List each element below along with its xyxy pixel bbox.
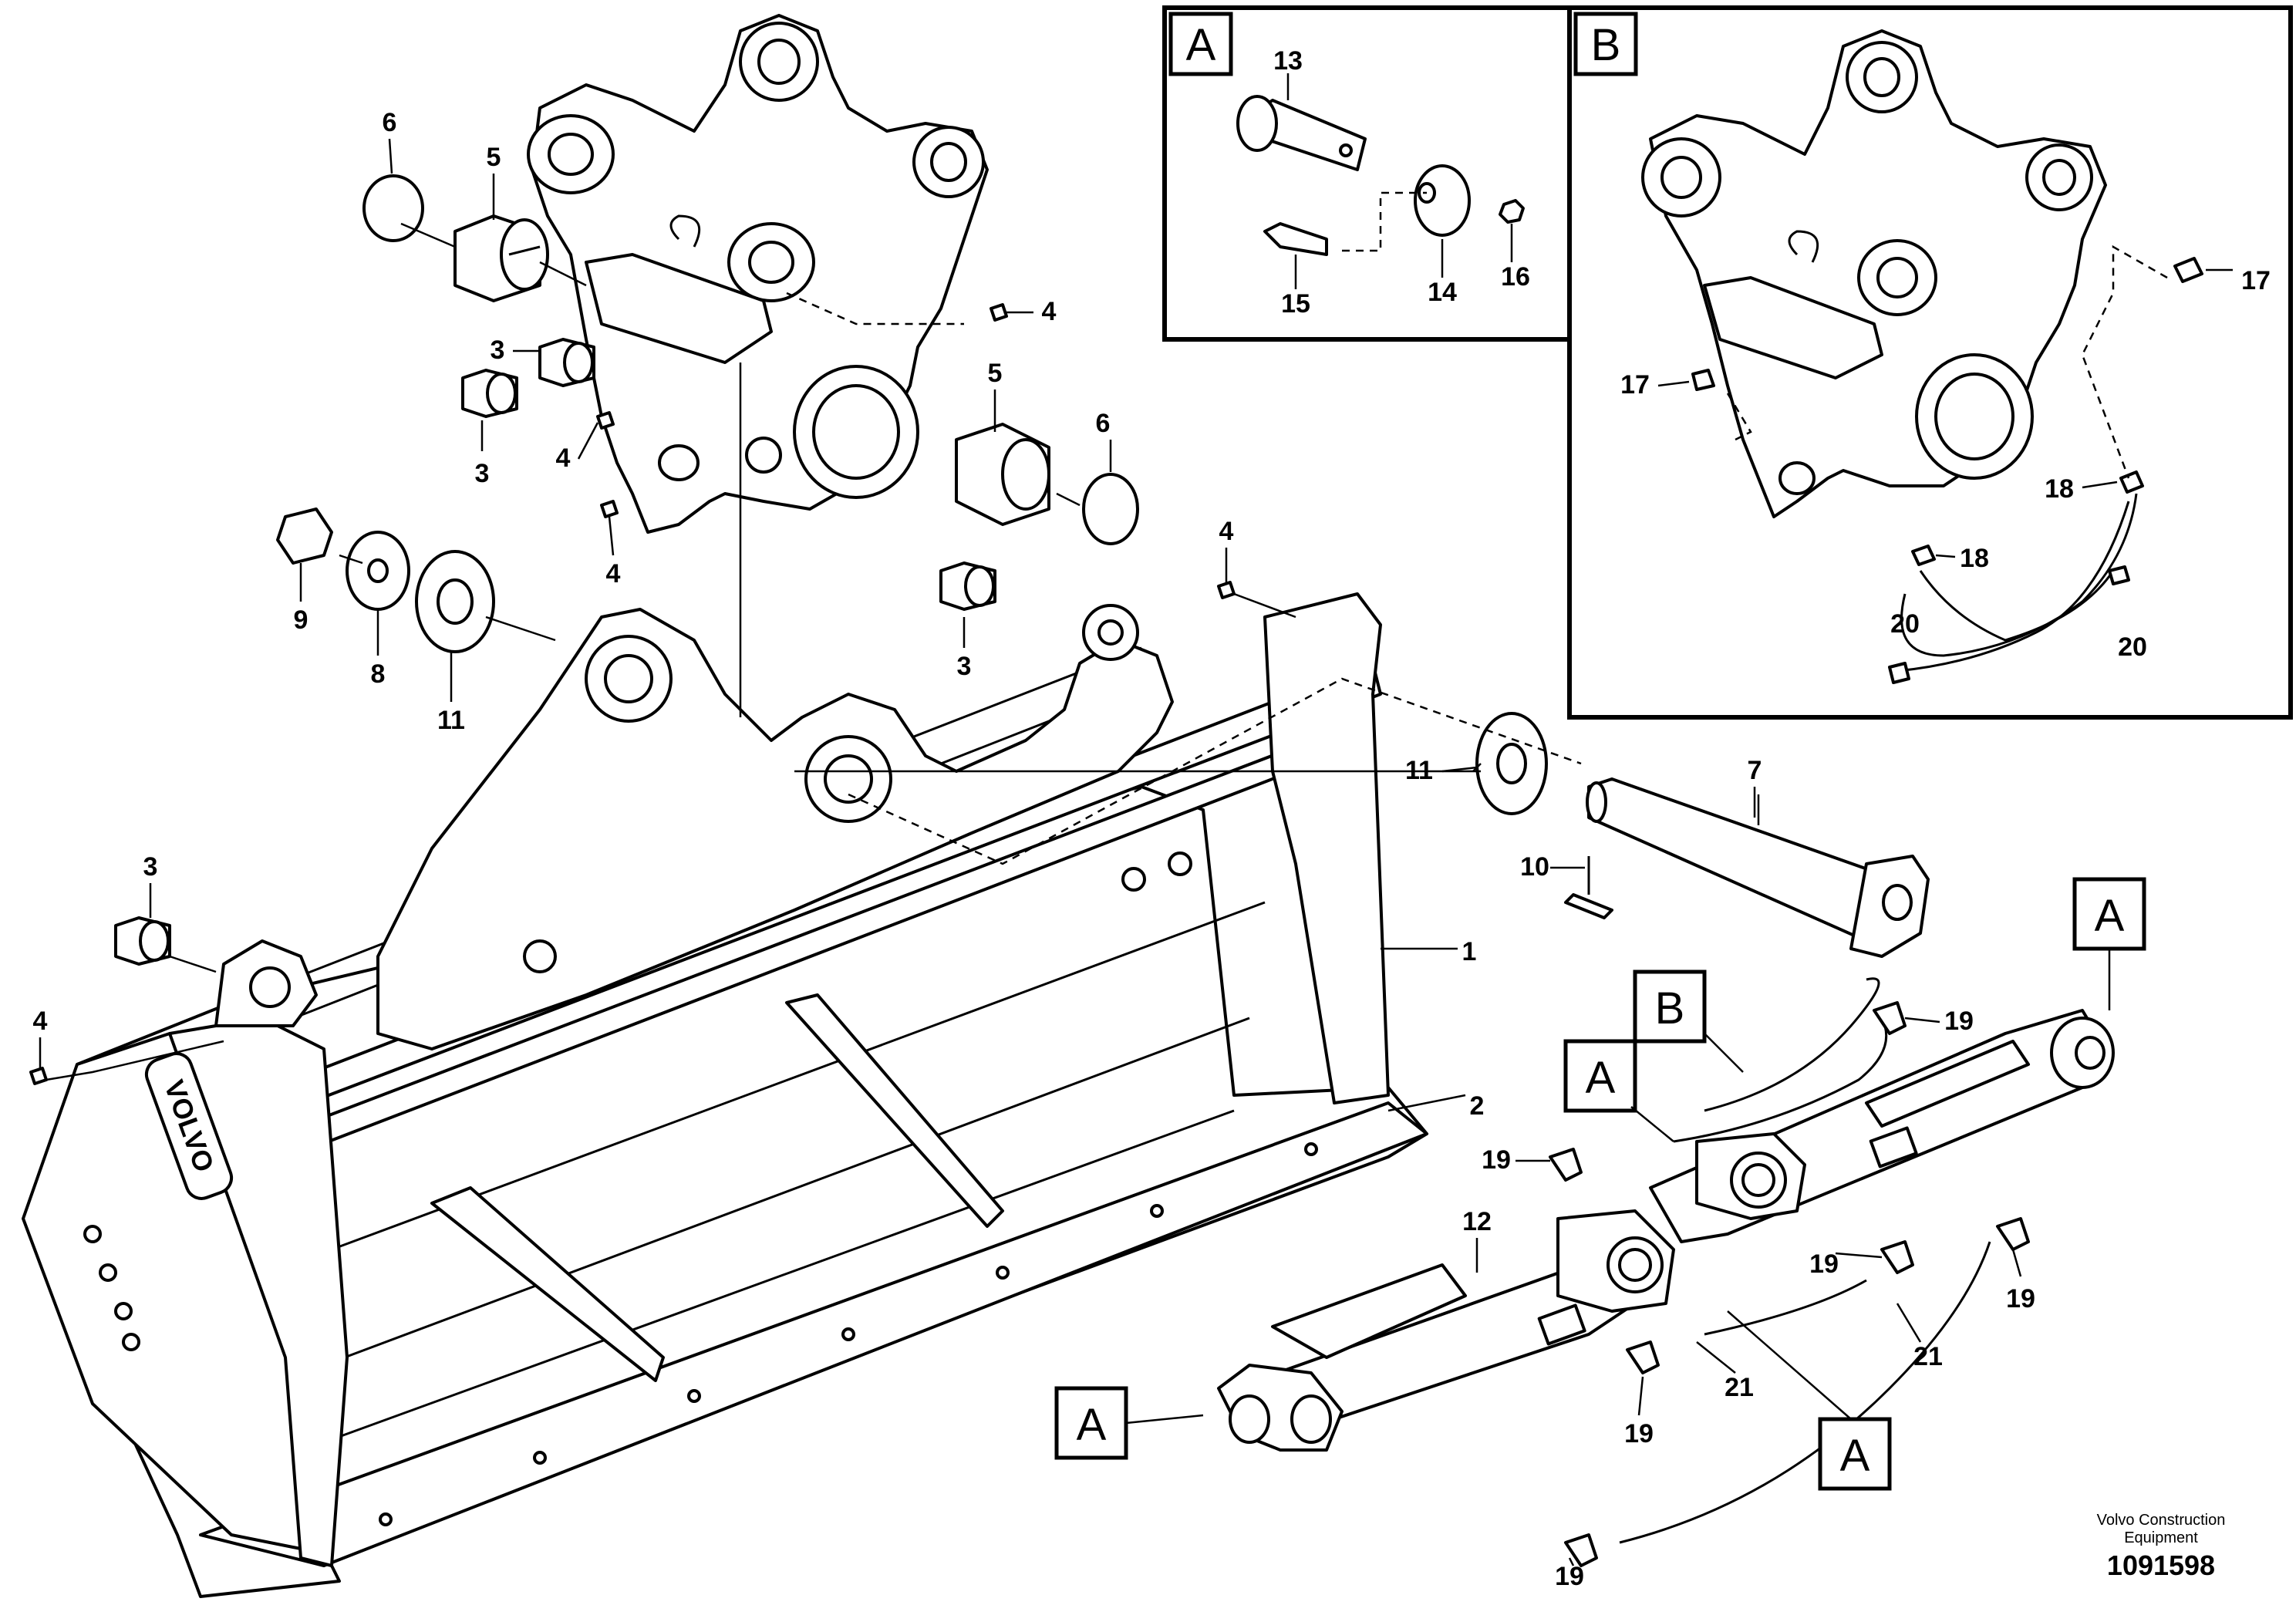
- valve-block-left: [1537, 1303, 1586, 1346]
- svg-text:19: 19: [1624, 1419, 1654, 1448]
- bucket-body: VOLVO: [22, 592, 1428, 1598]
- footer-block: Volvo Construction Equipment 1091598: [2097, 1512, 2226, 1581]
- svg-text:8: 8: [371, 659, 386, 689]
- svg-text:1: 1: [1462, 937, 1477, 966]
- svg-text:10: 10: [1520, 852, 1549, 882]
- o-ring-6-right: [1082, 473, 1139, 545]
- svg-text:A: A: [2095, 891, 2125, 941]
- inset-b: B: [1567, 5, 2293, 720]
- svg-text:19: 19: [1555, 1562, 1584, 1591]
- bushing-3-c: [939, 561, 996, 611]
- svg-text:3: 3: [143, 852, 158, 882]
- bolt-10: [1564, 856, 1613, 919]
- svg-text:6: 6: [1096, 409, 1111, 438]
- svg-text:5: 5: [487, 143, 501, 172]
- cylinder-12-upper: [1649, 1009, 2115, 1243]
- brand-line-1: Volvo Construction: [2097, 1512, 2226, 1529]
- svg-text:19: 19: [1482, 1145, 1511, 1175]
- bushing-3-b: [461, 369, 518, 418]
- hoses-21: [1619, 977, 1991, 1544]
- svg-text:19: 19: [1944, 1007, 1974, 1036]
- svg-text:12: 12: [1462, 1207, 1492, 1236]
- bushing-5-left: [453, 214, 549, 302]
- svg-text:11: 11: [1405, 756, 1433, 785]
- pin-7: [1586, 777, 1930, 958]
- svg-text:A: A: [1077, 1400, 1107, 1450]
- ref-box-b1: B: [1633, 969, 1744, 1073]
- inset-a-tag: A: [1186, 20, 1216, 70]
- svg-text:11: 11: [437, 706, 465, 735]
- svg-text:20: 20: [2118, 632, 2147, 662]
- svg-text:18: 18: [1960, 544, 1989, 573]
- main-leader-lines: [46, 222, 1760, 1112]
- ref-box-a3: A: [1054, 1386, 1204, 1460]
- fittings-19: [1549, 1001, 2030, 1567]
- o-ring-6-left: [362, 174, 424, 242]
- ref-box-a1: A: [2072, 877, 2146, 1010]
- svg-text:6: 6: [383, 108, 397, 137]
- svg-text:21: 21: [1913, 1342, 1943, 1371]
- coupler-mount-main: [527, 14, 989, 534]
- svg-text:A: A: [1586, 1053, 1616, 1103]
- callouts: 13 14 15 16 17 17 18 18 20 20 1 2 3 3 3 …: [33, 46, 2271, 1591]
- svg-text:18: 18: [2045, 474, 2074, 504]
- svg-text:3: 3: [957, 652, 972, 681]
- svg-text:4: 4: [556, 443, 571, 473]
- svg-text:3: 3: [475, 459, 490, 488]
- drawing-number: 1091598: [2107, 1549, 2215, 1581]
- bushing-5-right: [955, 423, 1050, 526]
- svg-text:7: 7: [1748, 756, 1762, 785]
- svg-text:3: 3: [491, 336, 505, 365]
- ref-box-a4: A: [1727, 1310, 1892, 1491]
- svg-text:15: 15: [1281, 289, 1310, 319]
- svg-text:9: 9: [294, 605, 308, 635]
- inset-b-tag: B: [1591, 20, 1621, 70]
- svg-text:B: B: [1655, 983, 1685, 1034]
- svg-text:21: 21: [1725, 1373, 1754, 1402]
- svg-text:17: 17: [2241, 266, 2271, 295]
- valve-block-right: [1869, 1126, 1918, 1168]
- svg-text:A: A: [1840, 1431, 1870, 1481]
- svg-text:4: 4: [1042, 297, 1057, 326]
- svg-text:17: 17: [1620, 370, 1650, 400]
- grease-nipples-4: [29, 303, 1236, 1085]
- ref-box-a2: A: [1563, 1039, 1674, 1142]
- brand-line-2: Equipment: [2124, 1529, 2198, 1546]
- svg-text:2: 2: [1470, 1091, 1485, 1121]
- svg-text:16: 16: [1501, 262, 1530, 292]
- nut-9: [276, 508, 333, 565]
- svg-text:5: 5: [988, 359, 1003, 388]
- svg-text:19: 19: [1809, 1249, 1839, 1279]
- cylinder-12-lower: [1217, 1209, 1675, 1452]
- svg-text:4: 4: [606, 559, 621, 588]
- svg-text:4: 4: [1219, 517, 1234, 546]
- svg-text:20: 20: [1890, 609, 1920, 639]
- svg-text:4: 4: [33, 1007, 48, 1036]
- svg-text:13: 13: [1273, 46, 1303, 76]
- bushing-3-d: [114, 916, 171, 966]
- bushing-3-a: [538, 338, 595, 387]
- inset-a: A: [1162, 5, 1576, 342]
- svg-text:14: 14: [1428, 278, 1457, 307]
- svg-text:19: 19: [2006, 1284, 2035, 1313]
